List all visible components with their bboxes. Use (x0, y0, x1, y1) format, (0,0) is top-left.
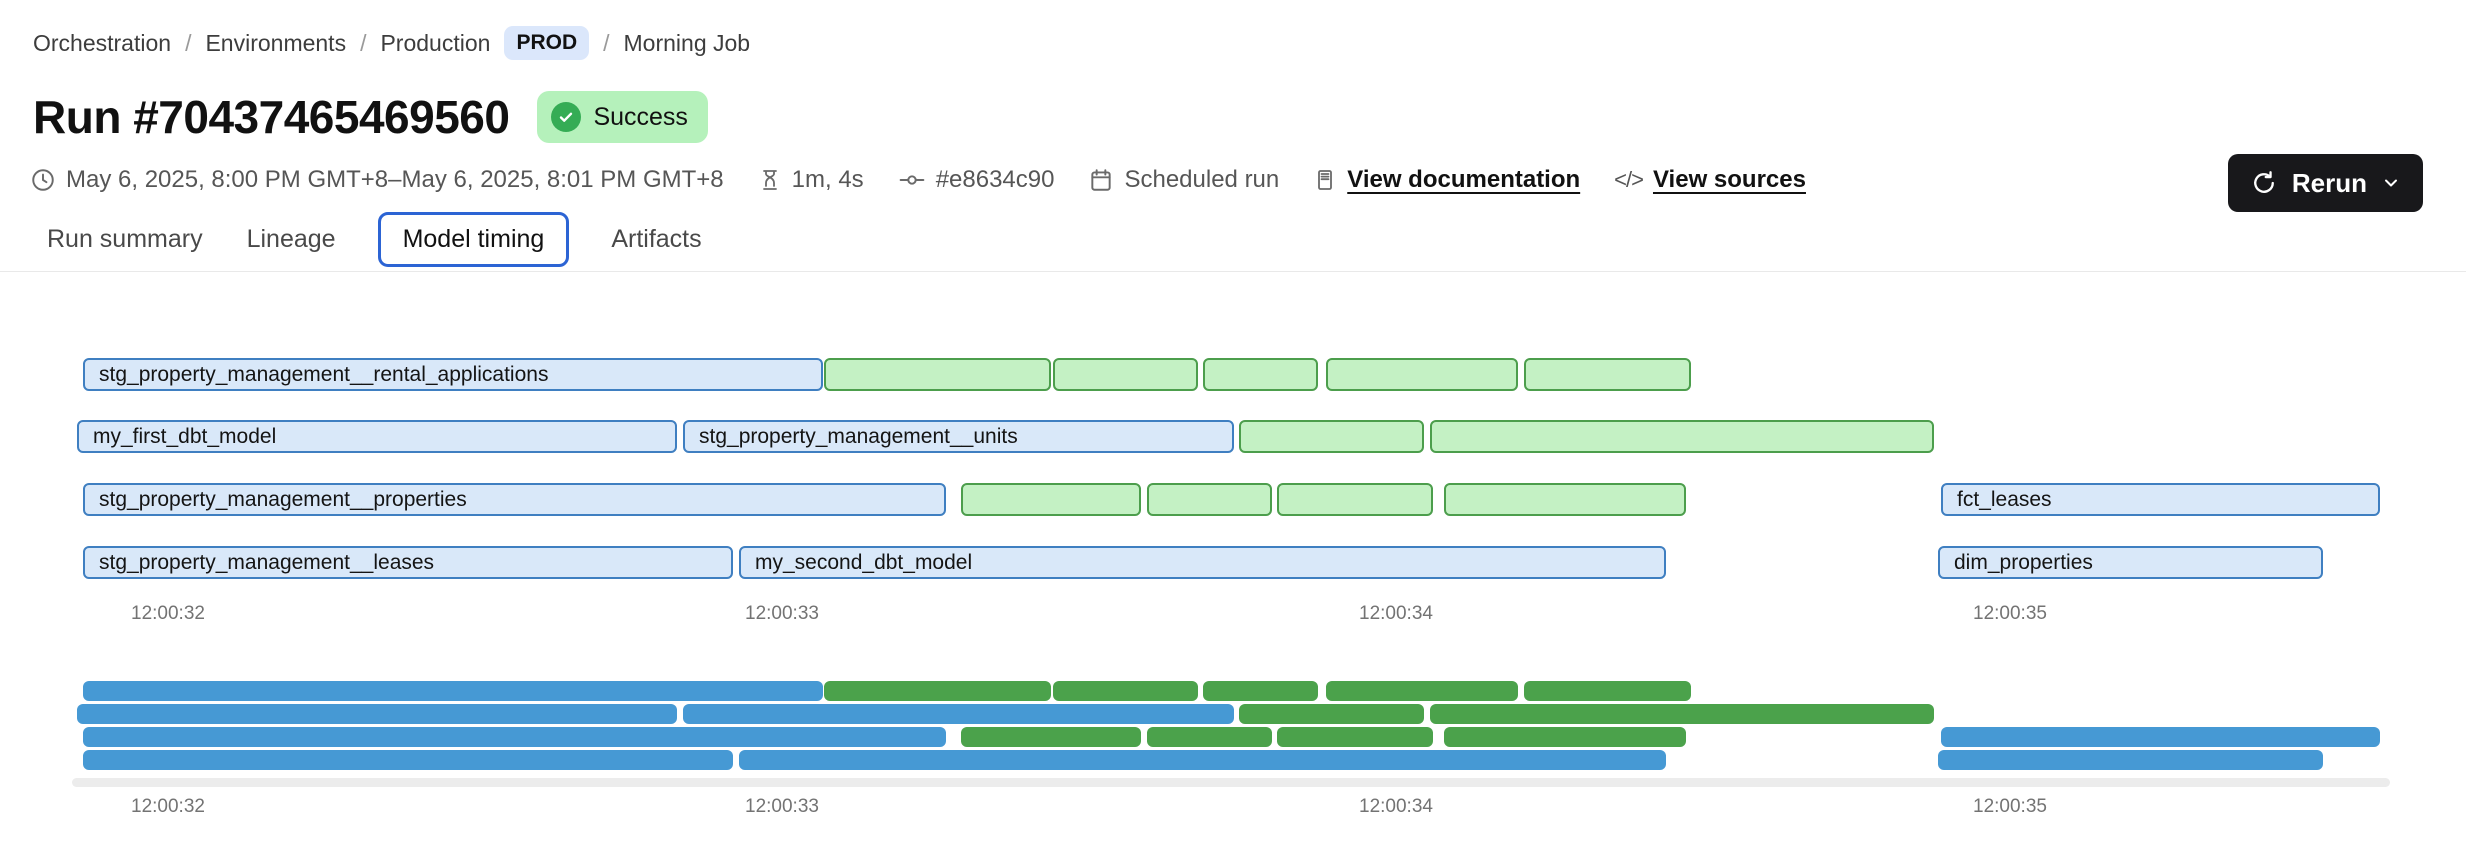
minimap-bar (1147, 727, 1272, 747)
gantt-bar[interactable] (1053, 358, 1198, 391)
gantt-bar[interactable] (1326, 358, 1518, 391)
commit-icon (899, 175, 925, 185)
status-badge: Success (537, 91, 708, 143)
breadcrumb-morning-job[interactable]: Morning Job (623, 29, 751, 56)
minimap-bar (83, 727, 946, 747)
axis-tick-label: 12:00:33 (745, 796, 819, 817)
gantt-bar[interactable] (961, 483, 1141, 516)
axis-tick-label: 12:00:34 (1359, 603, 1433, 624)
breadcrumb-separator: / (185, 29, 192, 56)
model-timing-chart-section: stg_property_management__rental_applicat… (0, 306, 2466, 842)
minimap-bar (1239, 704, 1424, 724)
gantt-bar[interactable] (1524, 358, 1691, 391)
minimap-bar (1277, 727, 1433, 747)
gantt-bar-label: fct_leases (1957, 488, 2052, 511)
axis-tick-label: 12:00:34 (1359, 796, 1433, 817)
gantt-bar-label: stg_property_management__rental_applicat… (99, 363, 549, 386)
gantt-bar-label: stg_property_management__units (699, 425, 1018, 448)
minimap-bar (1203, 681, 1318, 701)
minimap-bar (683, 704, 1234, 724)
minimap-bar (83, 681, 823, 701)
timeline-scrollbar-track[interactable] (72, 778, 2390, 787)
gantt-bar-label: my_first_dbt_model (93, 425, 277, 448)
breadcrumb-separator: / (360, 29, 367, 56)
tab-artifacts[interactable]: Artifacts (611, 225, 702, 253)
gantt-bar[interactable] (1430, 420, 1934, 453)
commit-hash: #e8634c90 (898, 166, 1054, 194)
clock-icon (32, 169, 54, 191)
breadcrumb: Orchestration / Environments / Productio… (33, 26, 2466, 60)
title-row: Run #70437465469560 Success (33, 90, 2466, 144)
refresh-icon (2250, 169, 2278, 197)
breadcrumb-environments[interactable]: Environments (205, 29, 347, 56)
view-sources-link[interactable]: </> View sources (1614, 166, 1806, 193)
gantt-bar[interactable]: stg_property_management__units (683, 420, 1234, 453)
status-badge-label: Success (593, 102, 688, 131)
axis-tick-label: 12:00:32 (131, 603, 205, 624)
tab-bar: Run summary Lineage Model timing Artifac… (0, 208, 2466, 272)
gantt-bar[interactable]: stg_property_management__properties (83, 483, 946, 516)
axis-tick-label: 12:00:32 (131, 796, 205, 817)
gantt-bar[interactable]: stg_property_management__leases (83, 546, 733, 579)
breadcrumb-production[interactable]: Production (380, 29, 491, 56)
gantt-bar[interactable] (824, 358, 1051, 391)
hourglass-icon (762, 170, 777, 190)
gantt-bar[interactable]: my_first_dbt_model (77, 420, 677, 453)
chevron-down-icon (2381, 173, 2401, 193)
gantt-bar[interactable] (1277, 483, 1433, 516)
gantt-bar[interactable] (1444, 483, 1686, 516)
rerun-button[interactable]: Rerun (2227, 154, 2423, 212)
minimap-bar (1444, 727, 1686, 747)
minimap-bar (739, 750, 1666, 770)
gantt-bar[interactable] (1203, 358, 1318, 391)
page-title: Run #70437465469560 (33, 91, 510, 143)
rerun-button-label: Rerun (2291, 167, 2367, 198)
gantt-bar-label: dim_properties (1954, 551, 2093, 574)
run-time-range: May 6, 2025, 8:00 PM GMT+8–May 6, 2025, … (30, 166, 724, 194)
gantt-bar[interactable]: stg_property_management__rental_applicat… (83, 358, 823, 391)
trigger-type: Scheduled run (1088, 166, 1279, 194)
calendar-icon (1091, 169, 1112, 191)
gantt-bar-label: stg_property_management__properties (99, 488, 467, 511)
run-metadata-row: May 6, 2025, 8:00 PM GMT+8–May 6, 2025, … (30, 166, 2466, 194)
breadcrumb-orchestration[interactable]: Orchestration (33, 29, 172, 56)
minimap-bar (1938, 750, 2323, 770)
code-icon: </> (1614, 167, 1644, 192)
minimap-bar (961, 727, 1141, 747)
gantt-bar[interactable] (1147, 483, 1272, 516)
gantt-bar[interactable]: my_second_dbt_model (739, 546, 1666, 579)
gantt-bar[interactable]: fct_leases (1941, 483, 2380, 516)
axis-tick-label: 12:00:33 (745, 603, 819, 624)
tab-run-summary[interactable]: Run summary (47, 225, 203, 253)
minimap-bar (824, 681, 1051, 701)
success-check-icon (551, 102, 582, 132)
gantt-bar[interactable] (1239, 420, 1424, 453)
minimap-bar (1524, 681, 1691, 701)
minimap-bar (1326, 681, 1518, 701)
gantt-bar-label: stg_property_management__leases (99, 551, 435, 574)
minimap-bar (83, 750, 733, 770)
minimap-bar (1430, 704, 1934, 724)
run-duration: 1m, 4s (758, 166, 864, 194)
prod-environment-badge: PROD (504, 26, 590, 60)
axis-tick-label: 12:00:35 (1973, 796, 2047, 817)
minimap-bar (1053, 681, 1198, 701)
breadcrumb-separator: / (603, 29, 610, 56)
minimap-bar (77, 704, 677, 724)
view-documentation-link[interactable]: View documentation (1313, 166, 1580, 194)
tab-lineage[interactable]: Lineage (246, 225, 336, 253)
axis-tick-label: 12:00:35 (1973, 603, 2047, 624)
tab-model-timing[interactable]: Model timing (377, 212, 570, 267)
minimap-bar (1941, 727, 2380, 747)
gantt-bar[interactable]: dim_properties (1938, 546, 2323, 579)
gantt-bar-label: my_second_dbt_model (755, 551, 973, 574)
documentation-icon (1318, 170, 1333, 190)
